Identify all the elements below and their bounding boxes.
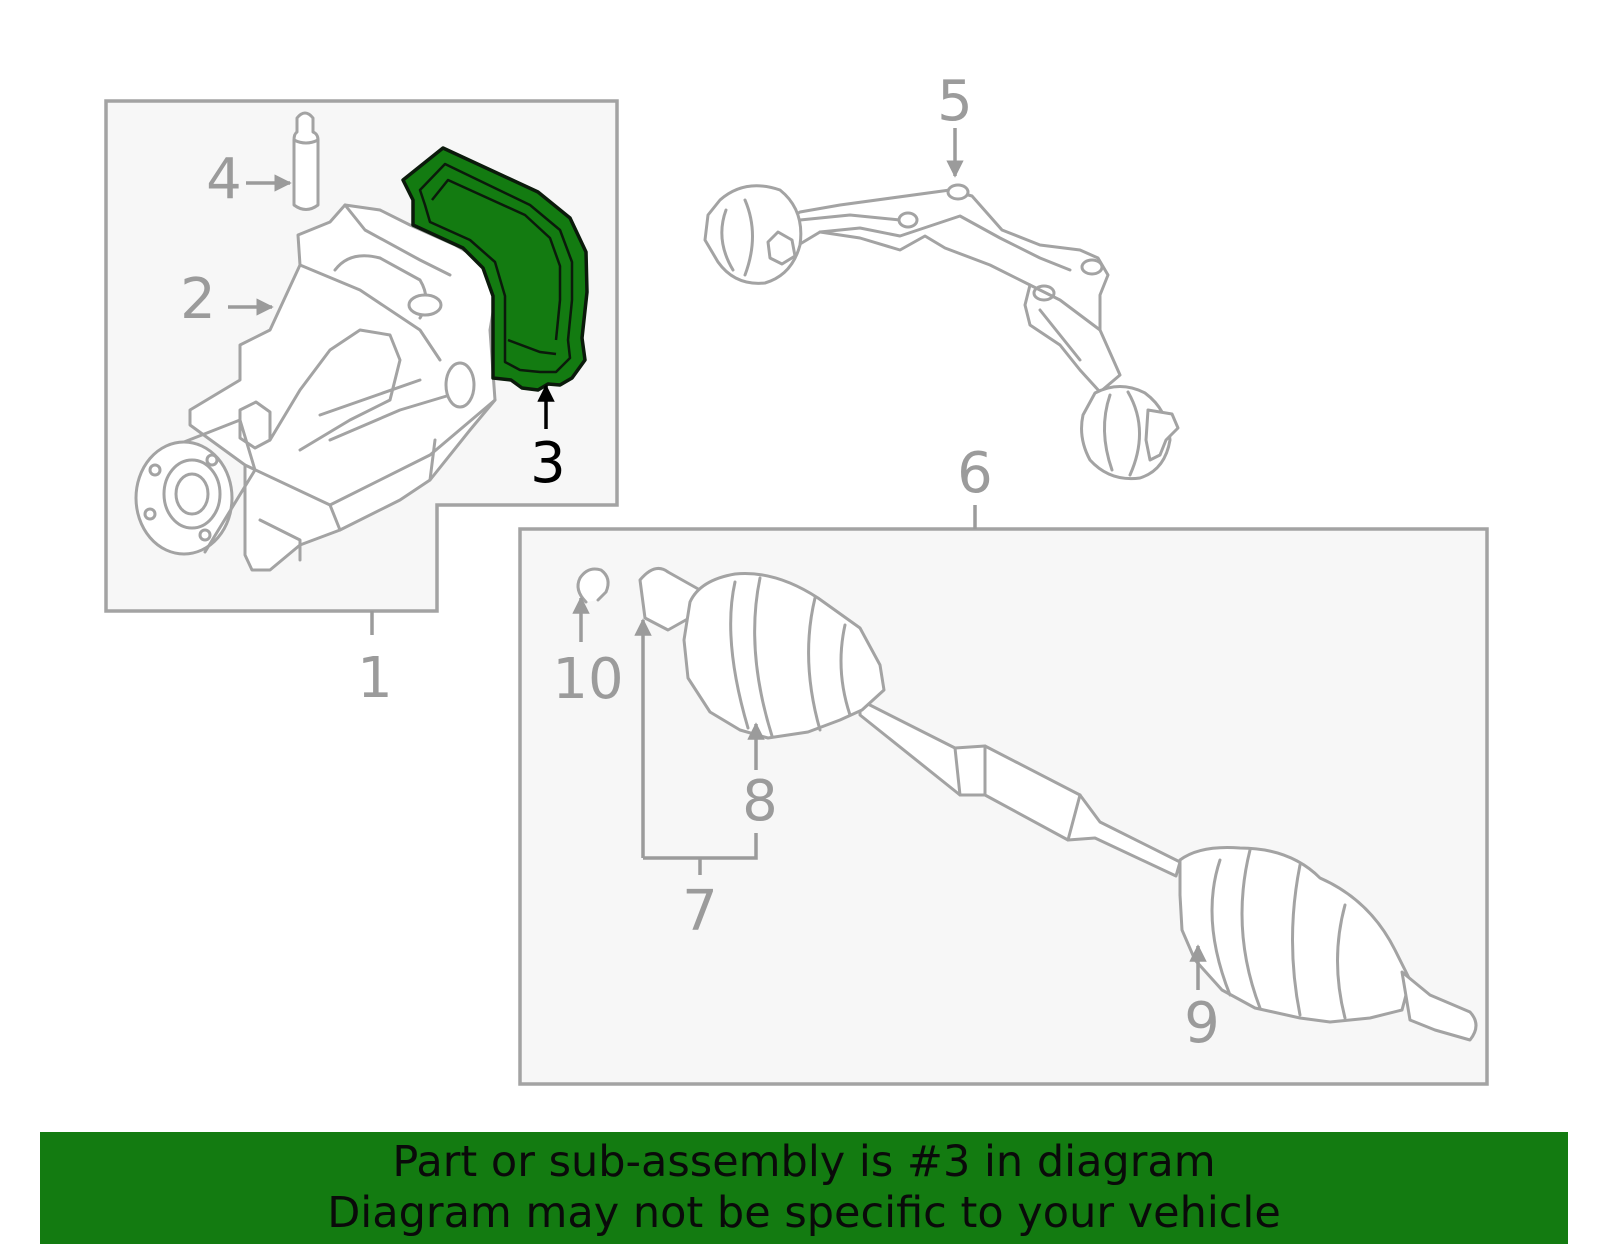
callout-4[interactable]: 4 (206, 147, 242, 212)
part-2-differential-housing[interactable] (188, 203, 497, 572)
leader-lines (228, 128, 1207, 990)
callout-1[interactable]: 1 (357, 646, 393, 711)
callout-5[interactable]: 5 (937, 69, 973, 134)
part-6-axle-shaft[interactable] (858, 698, 1182, 878)
callout-10[interactable]: 10 (552, 647, 623, 712)
callout-3[interactable]: 3 (530, 431, 566, 496)
part-5-crossmember[interactable] (758, 183, 1122, 394)
callout-6[interactable]: 6 (957, 441, 993, 506)
part-10-snap-ring[interactable] (576, 567, 610, 604)
banner-disclaimer: Diagram may not be specific to your vehi… (327, 1188, 1281, 1238)
callout-7[interactable]: 7 (682, 879, 718, 944)
part-9-outer-cv-boot[interactable] (1178, 846, 1478, 1042)
callout-2[interactable]: 2 (180, 267, 216, 332)
pinion-flange (134, 418, 257, 556)
callout-8[interactable]: 8 (742, 769, 778, 834)
mount-bushing-right (1080, 385, 1180, 481)
part-8-inner-cv-boot[interactable] (638, 566, 886, 740)
callout-9[interactable]: 9 (1184, 991, 1220, 1056)
info-banner: Part or sub-assembly is #3 in diagram Di… (40, 1132, 1568, 1244)
mount-bushing-left (703, 184, 803, 285)
banner-part-note: Part or sub-assembly is #3 in diagram (392, 1137, 1216, 1187)
part-4-pin[interactable] (292, 111, 320, 211)
part-3-differential-cover[interactable] (401, 146, 589, 392)
